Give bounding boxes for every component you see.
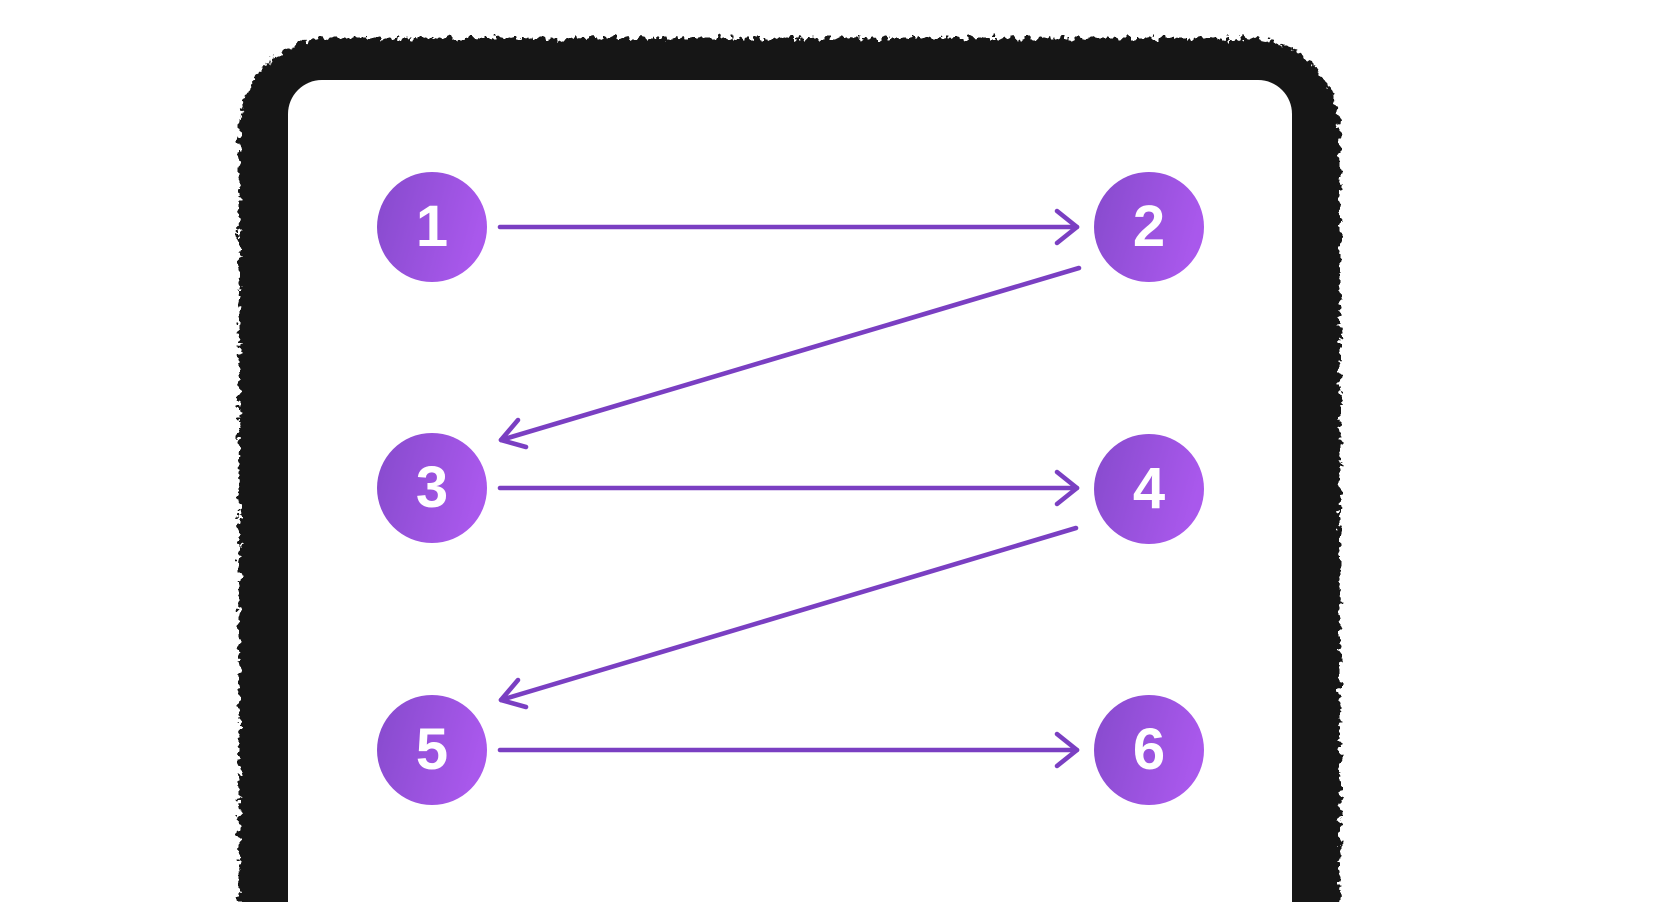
arrow-2-to-3 [498,265,1082,450]
arrow-layer [497,208,1082,769]
step-node-2-label: 2 [1132,194,1166,259]
step-node-4-label: 4 [1132,456,1166,521]
step-node-6-label: 6 [1132,717,1166,782]
arrow-1-to-2 [497,208,1080,246]
content-card: 1 2 3 4 5 6 [288,80,1292,902]
step-node-1: 1 [377,172,487,282]
arrow-4-to-5 [498,525,1079,710]
arrow-5-to-6 [497,731,1080,769]
step-node-3-label: 3 [415,455,449,520]
step-node-3: 3 [377,433,487,543]
step-node-5-label: 5 [415,717,449,782]
step-node-6: 6 [1094,695,1204,805]
step-node-5: 5 [377,695,487,805]
step-node-4: 4 [1094,434,1204,544]
step-node-1-label: 1 [415,194,449,259]
step-node-2: 2 [1094,172,1204,282]
flow-diagram: 1 2 3 4 5 6 [288,80,1292,902]
arrow-3-to-4 [497,469,1080,507]
